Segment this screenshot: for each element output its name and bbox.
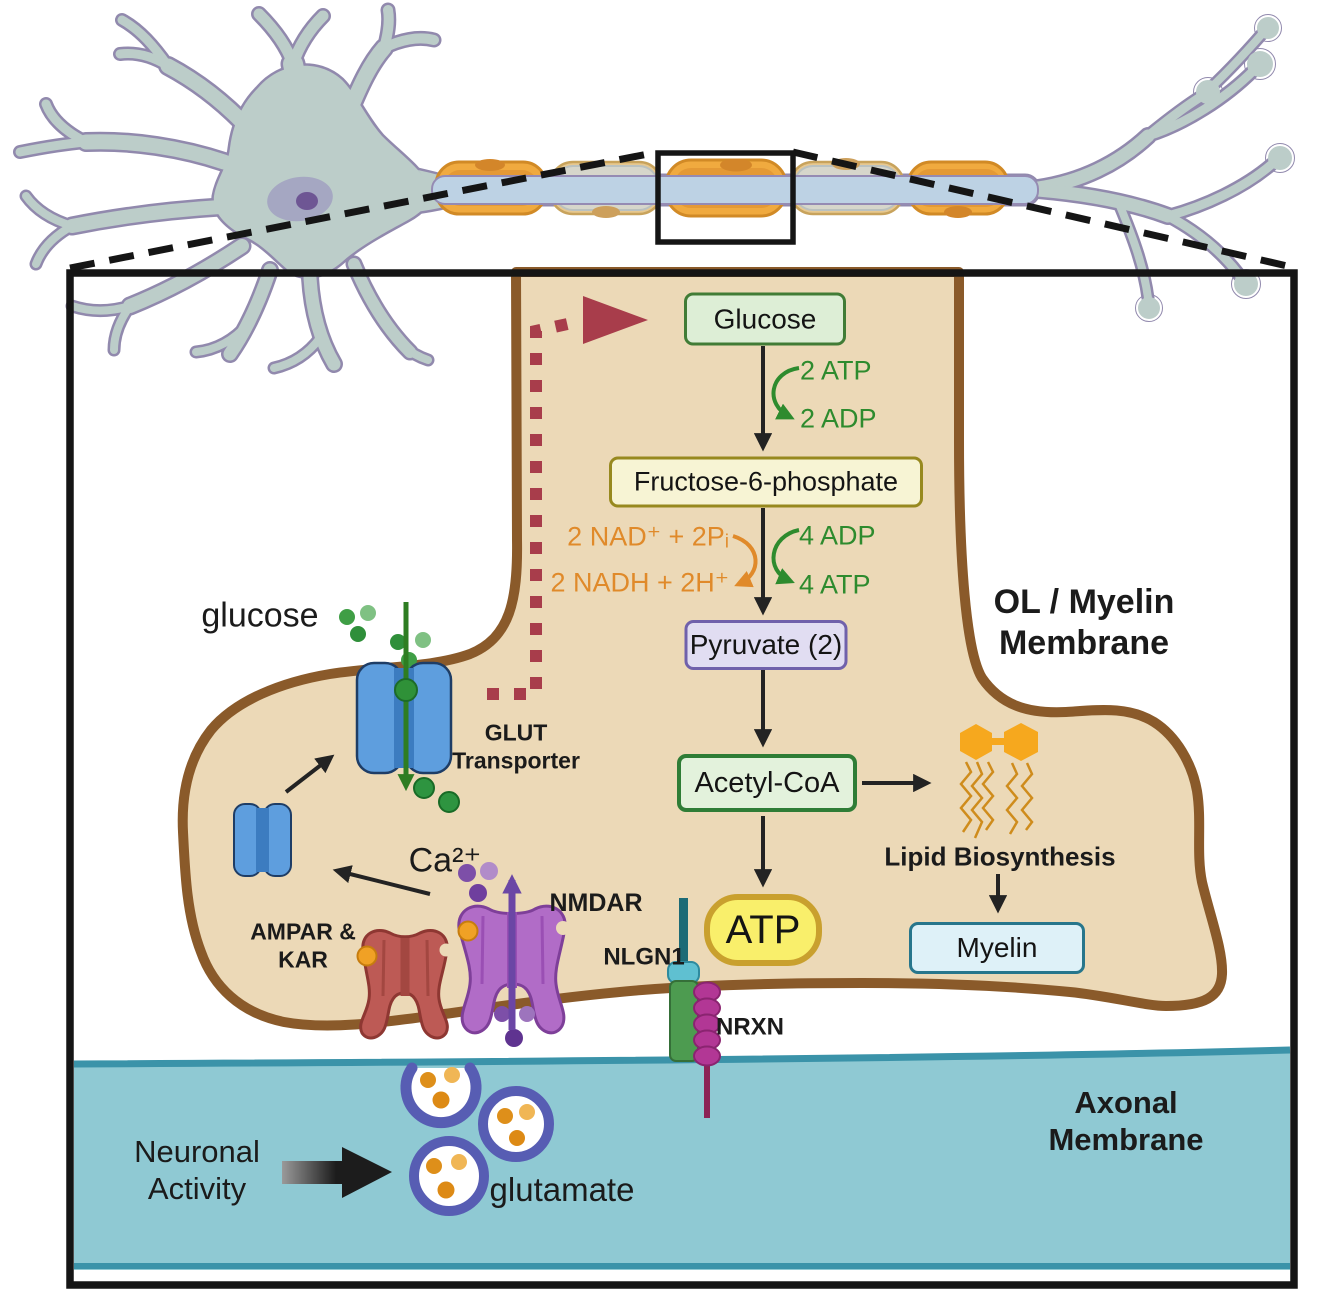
vesicle-icon: [400, 1062, 554, 1216]
cofactor-arcs: [732, 366, 800, 588]
fructose-6-phosphate-box: Fructose-6-phosphate: [609, 456, 923, 508]
nlgn1-label: NLGN1: [603, 943, 685, 971]
nucleus: [267, 176, 333, 222]
glucose-molecule-dots: [339, 605, 431, 668]
nlgn1-nrxn-complex: [667, 898, 721, 1118]
glucose-route-dashed-arrow: [487, 296, 648, 700]
atp-bubble: ATP: [704, 894, 822, 966]
acyl-tails: [959, 761, 1034, 839]
cofactor-2adp: 2 ADP: [800, 403, 877, 434]
nlgn1-stem: [679, 898, 688, 970]
calcium-ion-dots: [458, 862, 498, 902]
acetyl-coa-box: Acetyl-CoA: [677, 754, 857, 812]
axonal-membrane-label: Axonal Membrane: [1048, 1084, 1204, 1157]
internal-channel-icon: [233, 803, 292, 877]
glut-transporter-label: GLUT Transporter: [452, 719, 580, 773]
glucose-box: Glucose: [684, 292, 846, 346]
ampar-kar-label: AMPAR & KAR: [250, 918, 356, 972]
glucose-route-arrowhead: [583, 296, 648, 344]
inset-rectangle: [655, 150, 796, 245]
nrxn-repeats: [693, 981, 721, 1067]
pathway-arrows: [753, 346, 1008, 914]
glucose-label: glucose: [201, 596, 319, 635]
nrxn-label: NRXN: [715, 1013, 785, 1041]
cofactor-nadh-out: 2 NADH + 2H⁺: [550, 567, 729, 598]
cofactor-nad-in: 2 NAD⁺ + 2Pᵢ: [567, 521, 729, 552]
nucleolus: [296, 192, 318, 210]
trafficking-arrow-left: [332, 865, 431, 896]
cofactor-4adp: 4 ADP: [799, 520, 876, 551]
ampar-kar-receptor-icon: [356, 928, 453, 1040]
neuronal-activity-label: Neuronal Activity: [134, 1133, 260, 1206]
myelin-box: Myelin: [909, 922, 1085, 974]
cofactor-2atp: 2 ATP: [800, 355, 872, 386]
ligand-dot: [457, 920, 479, 942]
ol-myelin-membrane-label: OL / Myelin Membrane: [993, 583, 1175, 662]
glutamate-label: glutamate: [489, 1171, 635, 1209]
pyruvate-box: Pyruvate (2): [684, 620, 848, 670]
calcium-label: Ca²⁺: [408, 841, 482, 880]
lipid-biosynthesis-label: Lipid Biosynthesis: [884, 841, 1116, 872]
inset-zoom-lines: [69, 148, 1297, 272]
neuron-icon: [20, 10, 1295, 368]
trafficking-arrow-up: [284, 754, 335, 794]
axonal-membrane-band: [73, 1046, 1291, 1270]
cofactor-4atp: 4 ATP: [799, 569, 871, 600]
ligand-dot: [356, 945, 378, 967]
neuronal-activity-arrow: [282, 1147, 392, 1198]
glucose-dot-in-channel: [394, 678, 418, 702]
glucose-dots-cytoplasm: [413, 777, 460, 813]
axon: [431, 175, 1039, 205]
inset-box-border: [66, 269, 1298, 1289]
lipid-icon: [959, 723, 1038, 839]
nmdar-label: NMDAR: [549, 889, 643, 917]
